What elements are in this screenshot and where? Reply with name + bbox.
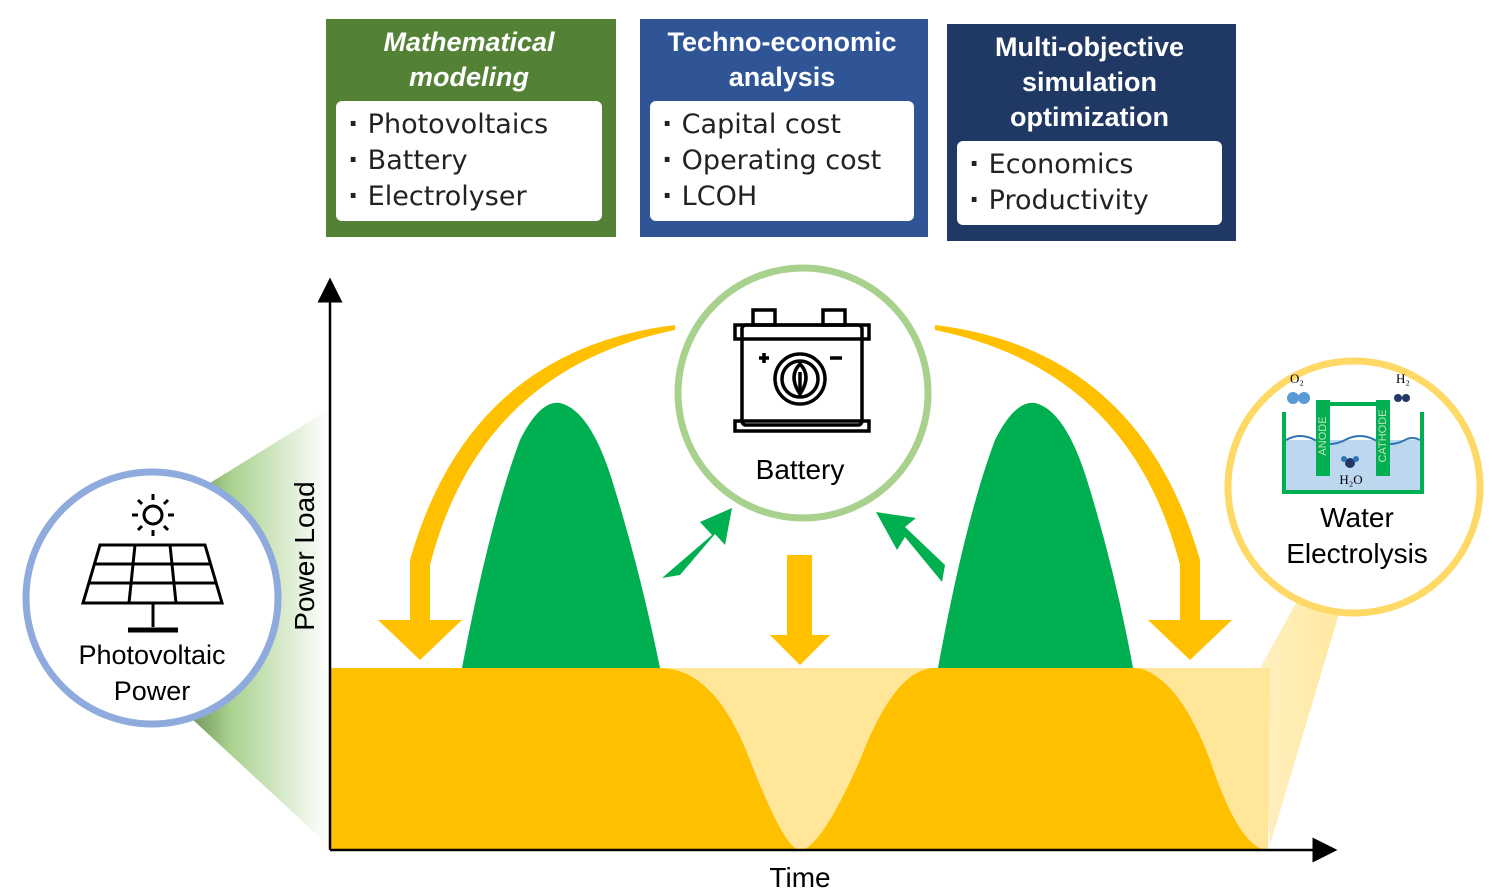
multi-objective-list: Economics Productivity [957,141,1222,225]
list-item: Photovoltaics [348,107,590,143]
electrolyser-icon [1282,392,1424,494]
battery-node-label: Battery [755,454,845,485]
surplus-peak-left [462,402,660,668]
list-item: Capital cost [662,107,902,143]
pv-supply-area-left [330,668,800,850]
list-item: Productivity [969,183,1210,219]
list-item: Electrolyser [348,179,590,215]
h2-label: H₂ [1396,371,1410,386]
cathode-label: CATHODE [1377,409,1389,463]
techno-economic-list: Capital cost Operating cost LCOH [650,101,914,221]
techno-economic-title: Techno-economic analysis [667,27,897,92]
arrow-battery-to-left-gap [378,325,675,660]
arrow-surplus-to-battery-right [876,512,945,582]
o2-label: O₂ [1290,371,1304,386]
arrow-battery-down [770,555,830,665]
electrolysis-light-beam [1260,560,1355,845]
anode-label: ANODE [1317,416,1329,456]
mathematical-modeling-title: Mathematical modeling [383,27,555,92]
pv-node-circle [22,468,282,728]
battery-icon [733,308,871,433]
multi-objective-title: Multi-objective simulation optimization [994,32,1184,132]
solar-panel-icon [80,494,225,633]
list-item: Economics [969,147,1210,183]
pv-supply-area-start [330,668,470,850]
y-axis-label: Power Load [289,481,320,631]
techno-economic-box: Techno-economic analysis Capital cost Op… [640,19,928,237]
electrolysis-label-line1: Water [1320,502,1394,533]
pv-node-label-line2: Power [113,676,191,706]
h2o-label: H₂O [1339,472,1363,487]
valley-left [660,668,935,850]
arrow-battery-to-right-gap [935,325,1232,660]
list-item: Operating cost [662,143,902,179]
arrow-surplus-to-battery-left [662,508,732,578]
multi-objective-box: Multi-objective simulation optimization … [947,24,1236,241]
electrolysis-label-line2: Electrolysis [1286,538,1428,569]
mathematical-modeling-box: Mathematical modeling Photovoltaics Batt… [326,19,616,237]
pv-supply-area-right [800,668,1268,850]
list-item: LCOH [662,179,902,215]
pv-node-label-line1: Photovoltaic [78,640,226,670]
x-axis-label: Time [769,862,831,893]
mathematical-modeling-list: Photovoltaics Battery Electrolyser [336,101,602,221]
list-item: Battery [348,143,590,179]
surplus-peak-right [938,402,1133,668]
